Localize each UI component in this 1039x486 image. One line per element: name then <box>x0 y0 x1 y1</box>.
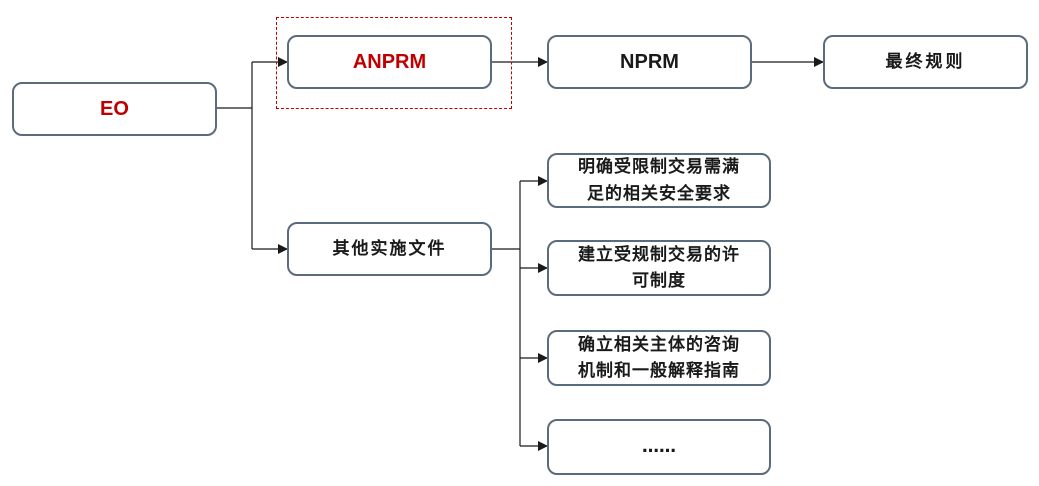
node-eo: EO <box>12 82 217 136</box>
node-item-4-label: …… <box>642 436 676 457</box>
node-final-rule: 最终规则 <box>823 35 1028 89</box>
node-anprm-label: ANPRM <box>352 50 427 73</box>
node-item-4: …… <box>547 419 771 475</box>
node-nprm-label: NPRM <box>620 50 679 73</box>
node-item-3: 确立相关主体的咨询 机制和一般解释指南 <box>547 330 771 386</box>
node-other-docs: 其他实施文件 <box>287 222 492 276</box>
node-other-docs-label: 其他实施文件 <box>332 238 447 259</box>
anprm-highlight-frame <box>276 17 512 109</box>
node-item-2-label: 建立受规制交易的许 可制度 <box>578 244 740 291</box>
node-anprm: ANPRM <box>287 35 492 89</box>
node-item-3-label: 确立相关主体的咨询 机制和一般解释指南 <box>578 334 740 381</box>
node-nprm: NPRM <box>547 35 752 89</box>
node-item-1-label: 明确受限制交易需满 足的相关安全要求 <box>578 157 740 204</box>
node-eo-label: EO <box>100 97 129 120</box>
node-final-rule-label: 最终规则 <box>885 51 966 72</box>
node-item-1: 明确受限制交易需满 足的相关安全要求 <box>547 153 771 208</box>
node-item-2: 建立受规制交易的许 可制度 <box>547 240 771 296</box>
